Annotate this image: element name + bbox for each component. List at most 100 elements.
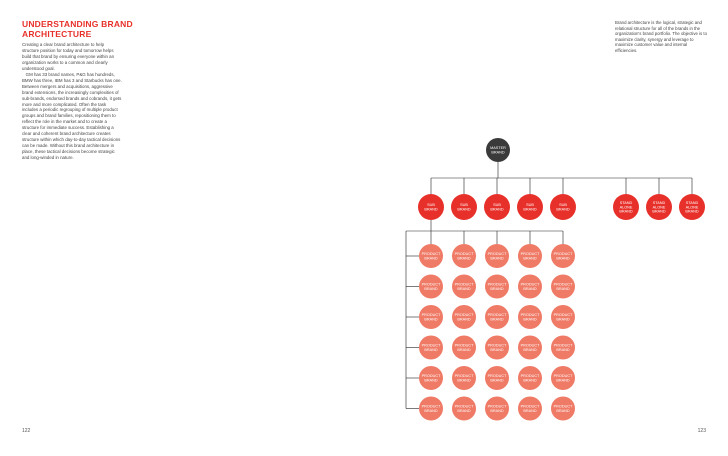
product-brand-node-label: PRODUCT <box>488 313 507 317</box>
product-brand-node-label: PRODUCT <box>554 374 573 378</box>
product-brand-node-label: PRODUCT <box>521 252 540 256</box>
standalone-brand-node <box>679 194 705 220</box>
sub-brand-node-label: SUB <box>559 203 567 207</box>
product-brand-node <box>485 396 509 421</box>
product-brand-node-label: PRODUCT <box>488 252 507 256</box>
page-number-right: 123 <box>697 428 706 434</box>
product-brand-node-label: BRAND <box>424 379 438 383</box>
product-brand-node <box>518 274 542 299</box>
sub-brand-node-label: SUB <box>526 203 534 207</box>
product-brand-node-label: PRODUCT <box>422 252 441 256</box>
standalone-brand-node <box>613 194 639 220</box>
product-brand-node-label: PRODUCT <box>488 344 507 348</box>
product-brand-node-label: PRODUCT <box>554 405 573 409</box>
sub-brand-node <box>418 194 444 220</box>
product-brand-node-label: BRAND <box>424 348 438 352</box>
product-brand-node-label: BRAND <box>556 287 570 291</box>
sub-brand-node-label: SUB <box>493 203 501 207</box>
product-brand-node-label: BRAND <box>523 287 537 291</box>
product-brand-node-label: BRAND <box>424 409 438 413</box>
sub-brand-node <box>517 194 543 220</box>
product-brand-node-label: BRAND <box>556 318 570 322</box>
product-brand-node-label: BRAND <box>457 348 471 352</box>
product-brand-node <box>419 274 443 299</box>
standalone-brand-node-label: STAND <box>653 201 666 205</box>
standalone-brand-node-label: BRAND <box>619 210 633 214</box>
product-brand-node-label: PRODUCT <box>455 374 474 378</box>
product-brand-node-label: BRAND <box>556 348 570 352</box>
product-brand-node-label: PRODUCT <box>521 283 540 287</box>
product-brand-node <box>551 396 575 421</box>
product-brand-node <box>452 244 476 268</box>
product-brand-node-label: PRODUCT <box>455 252 474 256</box>
product-brand-node <box>419 305 443 329</box>
product-brand-node-label: PRODUCT <box>521 313 540 317</box>
standalone-brand-node-label: BRAND <box>652 210 666 214</box>
product-brand-node-label: PRODUCT <box>488 405 507 409</box>
product-brand-node <box>485 366 509 390</box>
master-brand-node-label: MASTER <box>490 146 506 150</box>
product-brand-node <box>419 396 443 421</box>
master-brand-node-label: BRAND <box>491 151 505 155</box>
product-brand-node-label: PRODUCT <box>488 283 507 287</box>
product-brand-node-label: BRAND <box>490 348 504 352</box>
product-brand-node <box>551 366 575 390</box>
product-brand-node-label: BRAND <box>523 257 537 261</box>
product-brand-node <box>452 305 476 329</box>
product-brand-node-label: BRAND <box>457 409 471 413</box>
sub-brand-node-label: BRAND <box>556 208 570 212</box>
standalone-brand-node-label: ALONE <box>653 205 666 209</box>
side-text: Brand architecture is the logical, strat… <box>615 20 707 53</box>
product-brand-node-label: BRAND <box>523 409 537 413</box>
sub-brand-node-label: BRAND <box>490 208 504 212</box>
sub-brand-node-label: BRAND <box>457 208 471 212</box>
product-brand-node-label: BRAND <box>424 257 438 261</box>
product-brand-node <box>551 305 575 329</box>
sub-brand-node-label: SUB <box>460 203 468 207</box>
product-brand-node-label: BRAND <box>457 318 471 322</box>
product-brand-node-label: BRAND <box>490 287 504 291</box>
product-brand-node <box>452 335 476 360</box>
sub-brand-node-label: BRAND <box>523 208 537 212</box>
standalone-brand-node-label: BRAND <box>685 210 699 214</box>
product-brand-node-label: PRODUCT <box>488 374 507 378</box>
product-brand-node <box>452 366 476 390</box>
product-brand-node <box>551 274 575 299</box>
product-brand-node <box>518 335 542 360</box>
product-brand-node-label: PRODUCT <box>422 405 441 409</box>
standalone-brand-node-label: ALONE <box>620 205 633 209</box>
product-brand-node <box>485 244 509 268</box>
product-brand-node-label: PRODUCT <box>455 283 474 287</box>
product-brand-node-label: BRAND <box>424 318 438 322</box>
product-brand-node-label: BRAND <box>556 379 570 383</box>
product-brand-node <box>452 274 476 299</box>
product-brand-node-label: PRODUCT <box>422 313 441 317</box>
sub-brand-node <box>550 194 576 220</box>
product-brand-node-label: BRAND <box>490 379 504 383</box>
standalone-brand-node-label: STAND <box>620 201 633 205</box>
product-brand-node <box>518 396 542 421</box>
product-brand-node-label: BRAND <box>457 379 471 383</box>
product-brand-node-label: PRODUCT <box>422 374 441 378</box>
master-brand-node <box>486 138 510 162</box>
page-title: UNDERSTANDING BRAND ARCHITECTURE <box>22 19 133 39</box>
product-brand-node-label: BRAND <box>523 318 537 322</box>
product-brand-node-label: PRODUCT <box>455 313 474 317</box>
product-brand-node-label: BRAND <box>424 287 438 291</box>
product-brand-node-label: PRODUCT <box>422 283 441 287</box>
standalone-brand-node-label: ALONE <box>686 205 699 209</box>
product-brand-node-label: PRODUCT <box>554 283 573 287</box>
product-brand-node-label: BRAND <box>490 257 504 261</box>
product-brand-node-label: PRODUCT <box>521 405 540 409</box>
sub-brand-node-label: SUB <box>427 203 435 207</box>
product-brand-node <box>485 305 509 329</box>
product-brand-node-label: PRODUCT <box>521 374 540 378</box>
product-brand-node-label: BRAND <box>457 257 471 261</box>
sub-brand-node <box>484 194 510 220</box>
product-brand-node <box>551 244 575 268</box>
product-brand-node-label: BRAND <box>556 409 570 413</box>
sub-brand-node-label: BRAND <box>424 208 438 212</box>
product-brand-node-label: BRAND <box>523 379 537 383</box>
product-brand-node <box>419 335 443 360</box>
